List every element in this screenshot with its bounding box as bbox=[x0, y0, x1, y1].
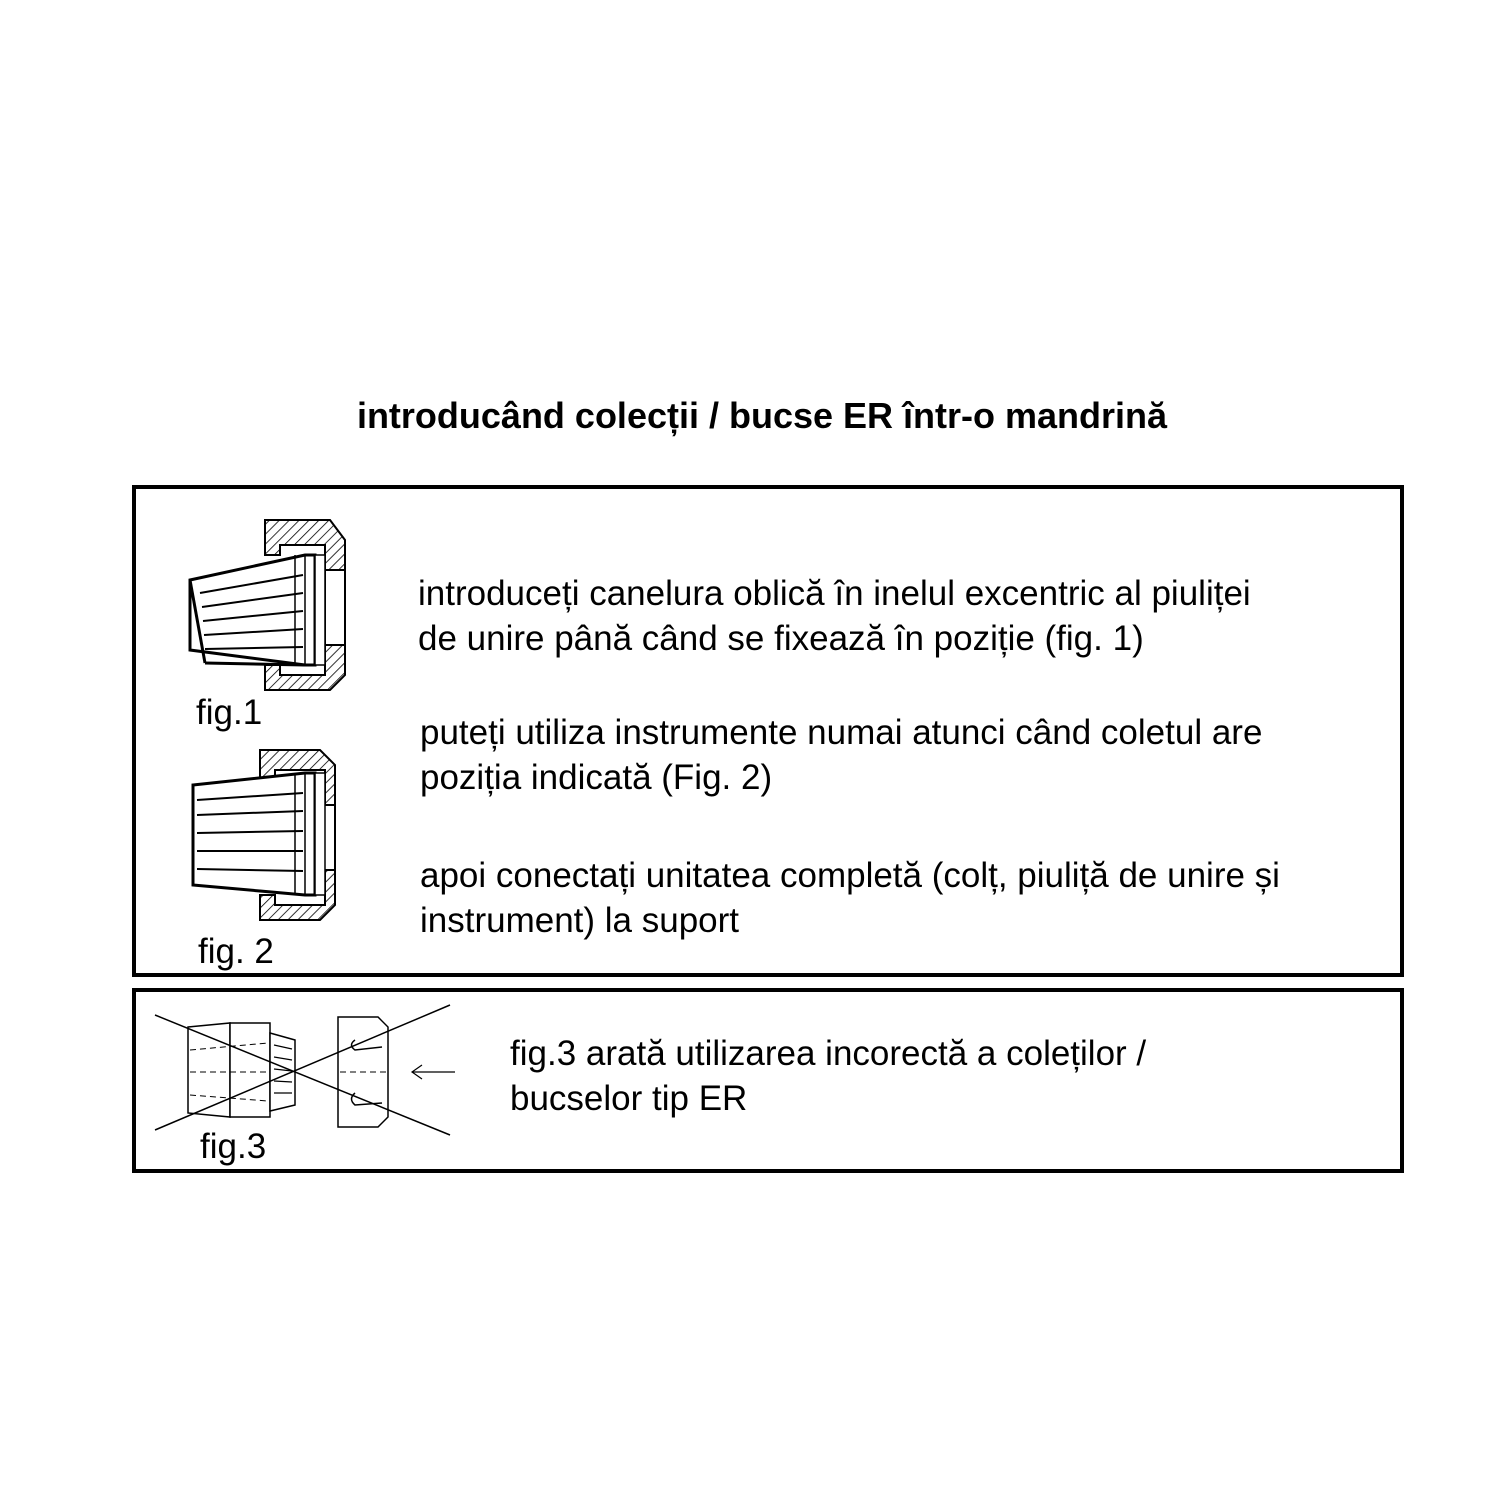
step1-line1: introduceți canelura oblică în inelul ex… bbox=[418, 574, 1251, 613]
fig3-incorrect-use-drawing bbox=[154, 1004, 455, 1136]
step2-line1: puteți utiliza instrumente numai atunci … bbox=[420, 713, 1263, 752]
fig1-caption: fig.1 bbox=[196, 693, 263, 732]
step1-line2: de unire până când se fixează în poziție… bbox=[418, 619, 1144, 658]
step3-line2: instrument) la suport bbox=[420, 901, 740, 940]
page-title: introducând colecții / bucse ER într-o m… bbox=[356, 395, 1168, 436]
fig1-collet-nut-drawing bbox=[188, 519, 346, 691]
step3-line1: apoi conectați unitatea completă (colț, … bbox=[420, 856, 1280, 895]
fig2-caption: fig. 2 bbox=[198, 932, 274, 971]
fig2-collet-nut-drawing bbox=[191, 749, 336, 921]
incorrect-use-line2: bucselor tip ER bbox=[510, 1079, 748, 1118]
step2-line2: poziția indicată (Fig. 2) bbox=[420, 758, 773, 797]
incorrect-use-line1: fig.3 arată utilizarea incorectă a coleț… bbox=[510, 1034, 1147, 1073]
fig3-caption: fig.3 bbox=[200, 1127, 267, 1166]
